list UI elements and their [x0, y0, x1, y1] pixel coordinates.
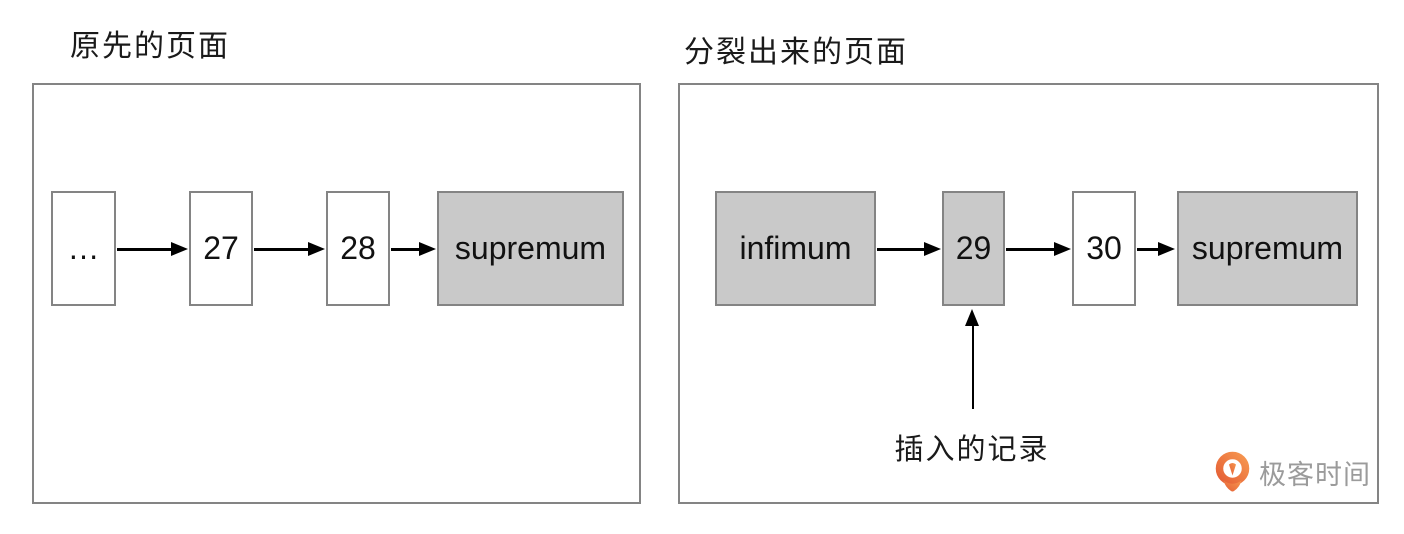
up-arrow-icon — [965, 309, 979, 326]
record-box-27: 27 — [189, 191, 253, 306]
record-box-28: 28 — [326, 191, 390, 306]
split-page-title: 分裂出来的页面 — [684, 36, 908, 69]
geektime-logo-text: 极客时间 — [1259, 459, 1371, 490]
record-box-29: 29 — [942, 191, 1005, 306]
inserted-record-label: 插入的记录 — [894, 434, 1050, 466]
up-arrow-line — [971, 324, 974, 409]
right-arrow-icon — [1137, 242, 1175, 255]
geektime-logo-icon — [1215, 451, 1250, 492]
record-box-supremum-original: supremum — [437, 191, 624, 306]
record-box-30: 30 — [1072, 191, 1136, 306]
geektime-logo: 极客时间 — [1212, 451, 1371, 493]
record-box-supremum-split: supremum — [1177, 191, 1358, 306]
right-arrow-icon — [877, 242, 941, 255]
record-box-ellipsis: … — [51, 191, 116, 306]
right-arrow-icon — [391, 242, 436, 255]
right-arrow-icon — [117, 242, 188, 255]
right-arrow-icon — [1006, 242, 1071, 255]
right-arrow-icon — [254, 242, 325, 255]
original-page-title: 原先的页面 — [70, 30, 230, 63]
record-box-infimum: infimum — [715, 191, 876, 306]
